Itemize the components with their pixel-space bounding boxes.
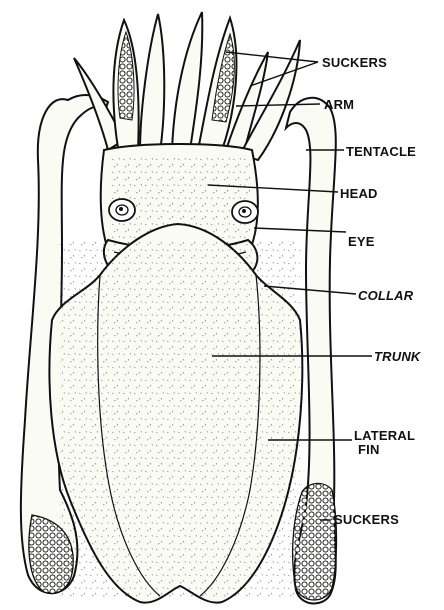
label-collar: COLLAR [358,288,414,303]
label-lateral: LATERAL [354,428,415,443]
left-eye [109,199,135,221]
label-eye: EYE [348,234,375,249]
label-suckers-top: SUCKERS [322,55,387,70]
right-eye [232,201,258,223]
label-head: HEAD [340,186,378,201]
label-tentacle: TENTACLE [346,144,416,159]
trunk-stipple [60,240,300,600]
label-suckers-bottom: SUCKERS [334,512,399,527]
label-trunk: TRUNK [374,349,422,364]
label-arm: ARM [324,97,354,112]
arms [74,12,300,160]
label-fin: FIN [358,442,380,457]
